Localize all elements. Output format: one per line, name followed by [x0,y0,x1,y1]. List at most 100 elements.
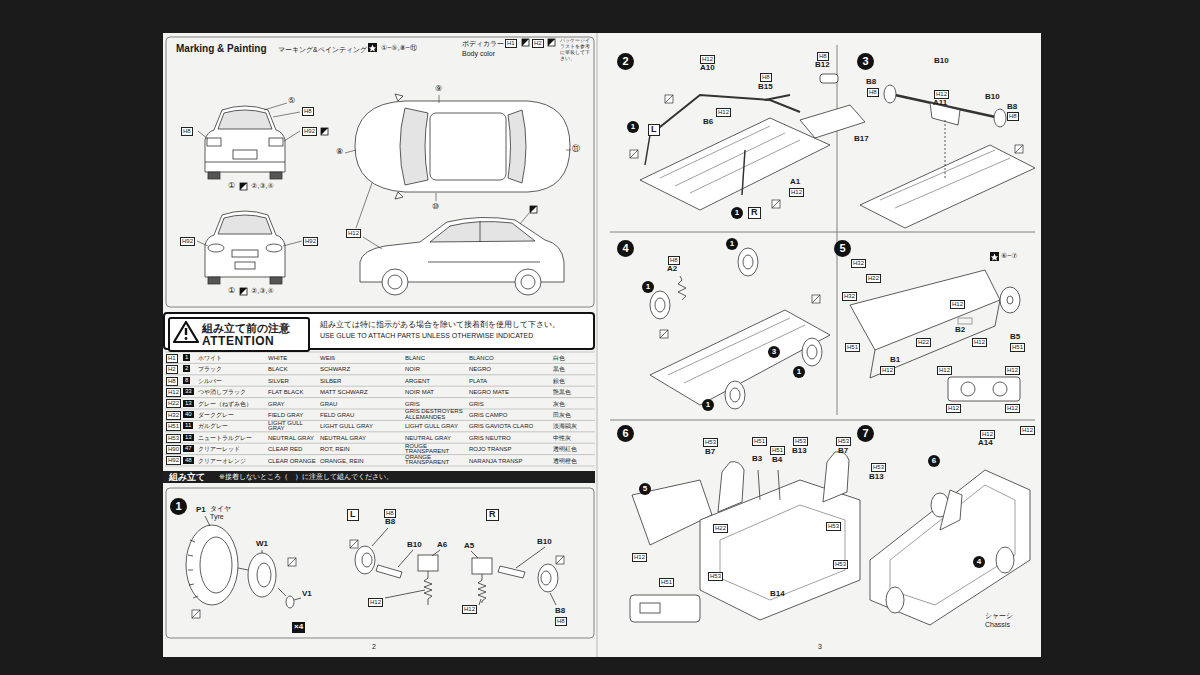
step-circle: 1 [627,121,639,133]
car-front-view [205,211,285,284]
table-cell: ダークグレー [198,412,266,418]
part-number: B15 [758,83,773,92]
paint-code: H92 [302,127,317,136]
color-number: 13 [183,400,194,407]
part-number: B7 [705,448,715,457]
node-text: 4 [977,558,981,566]
paint-code: H51 [1010,343,1025,352]
table-cell: SCHWARZ [320,366,403,372]
paint-code: H8 [166,377,178,386]
part-number: B8 [385,518,395,527]
table-cell: 黒色 [553,366,593,372]
table-cell: BLANCO [469,355,551,361]
paint-code: H51 [659,578,674,587]
paint-code: H12 [937,366,952,375]
part-number: A14 [978,439,993,448]
section-heading: Marking & Painting [176,43,267,54]
marking-icons [240,39,999,295]
table-cell: CLEAR RED [268,446,318,452]
color-number: 47 [183,445,194,452]
table-cell: GRAU [320,401,403,407]
paint-code: H8 [384,509,396,518]
part-number: B10 [985,93,1000,102]
note-text: ②,③,④ [251,287,274,295]
paint-code: H12 [700,55,715,64]
note-text: シャーシ [985,612,1013,620]
part-number: B10 [934,57,949,66]
node-text: 5 [643,485,647,493]
node-text: 組み立ては特に指示がある場合を除いて接着剤を使用して下さい。 [320,320,587,329]
node-subtext: USE GLUE TO ATTACH PARTS UNLESS OTHERWIS… [320,331,587,340]
node-text: 1 [631,123,635,131]
node-text: 3 [862,56,868,67]
table-cell: GRIS NEUTRO [469,435,551,441]
table-cell: ROT, REIN [320,446,403,452]
paint-code: H12 [368,598,383,607]
node-text: 1 [706,401,710,409]
part-number: A1 [790,178,800,187]
paint-code: H12 [346,229,361,238]
part-number: B1 [890,356,900,365]
table-cell: ROJO TRANSP [469,446,551,452]
table-cell: 淡海鷗灰 [553,423,593,429]
part-number: P1 [196,506,206,515]
table-cell: NEGRO [469,366,551,372]
table-cell: 灰色 [553,401,593,407]
note-text: ②,③,④ [251,182,274,190]
table-cell: ブラック [198,366,266,372]
table-cell: NEUTRAL GRAY [405,435,467,441]
table-cell: WEIß [320,355,403,361]
paint-code: H32 [851,259,866,268]
table-cell: ガルグレー [198,423,266,429]
assembly-bar: 組み立て※接着しないところ（ ）に注意して組んでください。 [163,471,595,483]
part-number: B2 [955,326,965,335]
note-text: 2 [372,643,376,651]
callout-number: ⑩ [432,203,439,212]
paint-code: H92 [180,237,195,246]
step-circle: 1 [702,399,714,411]
part-number: B17 [854,135,869,144]
node-text: 4 [622,243,628,254]
table-rules [165,352,595,466]
callout-number: ① [228,182,235,191]
paint-code: H51 [752,437,767,446]
note-text: マーキング&ペインティング [278,46,367,54]
table-cell: クリアーオレンジ [198,458,266,464]
table-cell: クリアーレッド [198,446,266,452]
node-text: 組み立て前の注意 [202,321,290,336]
paint-code: H12 [632,553,647,562]
color-number: 33 [183,388,194,395]
callout-number: ⑨ [435,85,442,94]
step7-body-on-chassis [870,470,1030,625]
callout-number: ① [228,287,235,296]
table-cell: 白色 [553,355,593,361]
step4-chassis-wheels [650,248,830,409]
part-number: V1 [302,590,312,599]
paint-code: H12 [1005,366,1020,375]
table-cell: GRAY [268,401,318,407]
paint-code: H32 [166,411,181,420]
node-text: 1 [646,283,650,291]
table-cell: ホワイト [198,355,266,361]
paint-code: H53 [793,437,808,446]
paint-code: H12 [462,605,477,614]
part-number: B6 [703,118,713,127]
table-cell: シルバー [198,378,266,384]
table-cell: SILVER [268,378,318,384]
part-number: A6 [437,541,447,550]
paint-code: H1 [166,354,178,363]
table-cell: 艶黒色 [553,389,593,395]
note-text: ⑥~⑦ [1001,252,1018,260]
step-circle: 3 [768,346,780,358]
table-cell: LIGHT GULL GRAY [268,421,318,432]
table-cell: NARANJA TRANSP [469,458,551,464]
part-number: B5 [1010,333,1020,342]
paint-code: H2 [166,365,178,374]
color-number: 40 [183,411,194,418]
step1-knuckle-left [355,528,440,605]
paint-code: H1 [505,39,517,48]
table-cell: ORANGE, REIN [320,458,403,464]
paint-code: H12 [950,300,965,309]
side-tag: R [486,509,499,521]
step-circle: 3 [857,53,874,70]
